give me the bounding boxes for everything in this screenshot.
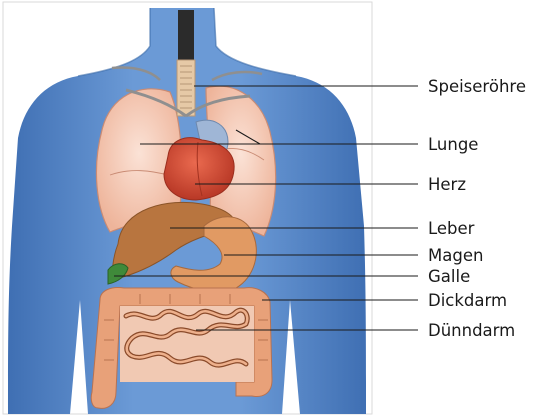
label-herz: Herz	[428, 175, 466, 194]
label-dickdarm: Dickdarm	[428, 291, 507, 310]
label-duenndarm: Dünndarm	[428, 321, 515, 340]
label-speiseroehre: Speiseröhre	[428, 77, 526, 96]
organ-labels: Speiseröhre Lunge Herz Leber Magen Galle…	[428, 77, 526, 340]
label-magen: Magen	[428, 246, 483, 265]
label-leber: Leber	[428, 219, 475, 238]
label-lunge: Lunge	[428, 135, 478, 154]
small-intestine	[120, 306, 254, 382]
label-galle: Galle	[428, 267, 470, 286]
